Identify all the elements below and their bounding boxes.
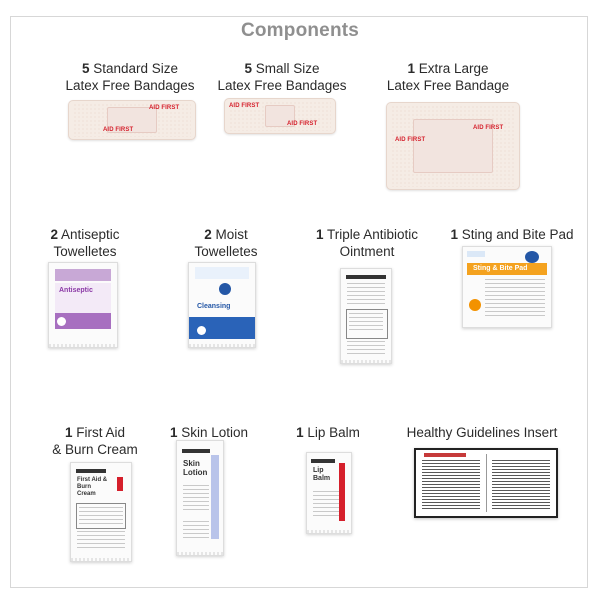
line2-antiseptic-towelletes: Towelletes [53, 244, 117, 259]
page-frame [10, 16, 588, 588]
antiseptic-label: Antiseptic [59, 287, 93, 294]
qty-standard-bandages: 5 [81, 61, 90, 76]
line2-small-bandages: Latex Free Bandages [217, 78, 347, 93]
small-bandage-image: AID FIRST AID FIRST [224, 98, 336, 134]
caption-xl-bandage: 1 Extra Large Latex Free Bandage [378, 60, 518, 94]
brand-label: AID FIRST [287, 121, 318, 127]
line1-xl-bandage: Extra Large [418, 61, 489, 76]
caption-moist-towelletes: 2 Moist Towelletes [176, 226, 276, 260]
sting-bite-pad-image: Sting & Bite Pad [462, 246, 552, 328]
caption-antiseptic-towelletes: 2 Antiseptic Towelletes [30, 226, 140, 260]
moist-towellete-image: Cleansing [188, 262, 256, 348]
insert-header-bar [424, 453, 466, 457]
line2-triple-antibiotic: Ointment [339, 244, 395, 259]
first-aid-burn-cream-image: First Aid & Burn Cream [70, 462, 132, 562]
qty-small-bandages: 5 [244, 61, 252, 76]
line1-lip-balm: Lip Balm [307, 425, 360, 440]
qty-antiseptic-towelletes: 2 [50, 227, 58, 242]
skin-lotion-label: Skin Lotion [183, 459, 208, 477]
caption-first-aid-burn-cream: 1 First Aid & Burn Cream [40, 424, 150, 458]
qty-sting-bite-pad: 1 [450, 227, 458, 242]
brand-label: AID FIRST [229, 103, 260, 109]
first-aid-label: First Aid & Burn Cream [77, 477, 108, 497]
brand-label: AID FIRST [473, 125, 504, 131]
line1-standard-bandages: Standard Size [93, 61, 179, 76]
xl-bandage-image: AID FIRST AID FIRST [386, 102, 520, 190]
caption-lip-balm: 1 Lip Balm [278, 424, 378, 441]
caption-sting-bite-pad: 1 Sting and Bite Pad [442, 226, 582, 243]
qty-lip-balm: 1 [296, 425, 304, 440]
qty-triple-antibiotic: 1 [315, 227, 324, 242]
sting-bite-label: Sting & Bite Pad [473, 265, 528, 272]
line2-first-aid-burn-cream: & Burn Cream [52, 442, 138, 457]
line1-small-bandages: Small Size [255, 61, 320, 76]
brand-label: AID FIRST [103, 127, 134, 133]
caption-standard-bandages: 5 Standard Size Latex Free Bandages [60, 60, 200, 94]
line1-skin-lotion: Skin Lotion [181, 425, 249, 440]
caption-triple-antibiotic: 1 Triple Antibiotic Ointment [302, 226, 432, 260]
line2-moist-towelletes: Towelletes [194, 244, 258, 259]
caption-healthy-guidelines: Healthy Guidelines Insert [400, 424, 564, 441]
qty-skin-lotion: 1 [169, 425, 178, 440]
line1-sting-bite-pad: Sting and Bite Pad [461, 227, 574, 242]
lip-balm-label: Lip Balm [313, 467, 331, 482]
line2-xl-bandage: Latex Free Bandage [386, 78, 510, 93]
page-title: Components [240, 20, 360, 41]
line2-standard-bandages: Latex Free Bandages [65, 78, 195, 93]
line1-first-aid-burn-cream: First Aid [76, 425, 126, 440]
healthy-guidelines-insert-image [414, 448, 558, 518]
qty-first-aid-burn-cream: 1 [64, 425, 73, 440]
triple-antibiotic-image [340, 268, 392, 364]
skin-lotion-image: Skin Lotion [176, 440, 224, 556]
qty-xl-bandage: 1 [407, 61, 415, 76]
qty-moist-towelletes: 2 [204, 227, 212, 242]
standard-bandage-image: AID FIRST AID FIRST [68, 100, 196, 140]
caption-skin-lotion: 1 Skin Lotion [154, 424, 264, 441]
line1-moist-towelletes: Moist [215, 227, 248, 242]
lip-balm-image: Lip Balm [306, 452, 352, 534]
antiseptic-towellete-image: Antiseptic [48, 262, 118, 348]
line1-healthy-guidelines: Healthy Guidelines Insert [406, 425, 558, 440]
line1-antiseptic-towelletes: Antiseptic [61, 227, 120, 242]
brand-label: AID FIRST [395, 137, 426, 143]
caption-small-bandages: 5 Small Size Latex Free Bandages [212, 60, 352, 94]
line1-triple-antibiotic: Triple Antibiotic [326, 227, 419, 242]
brand-label: AID FIRST [149, 105, 180, 111]
cleansing-label: Cleansing [197, 303, 231, 310]
